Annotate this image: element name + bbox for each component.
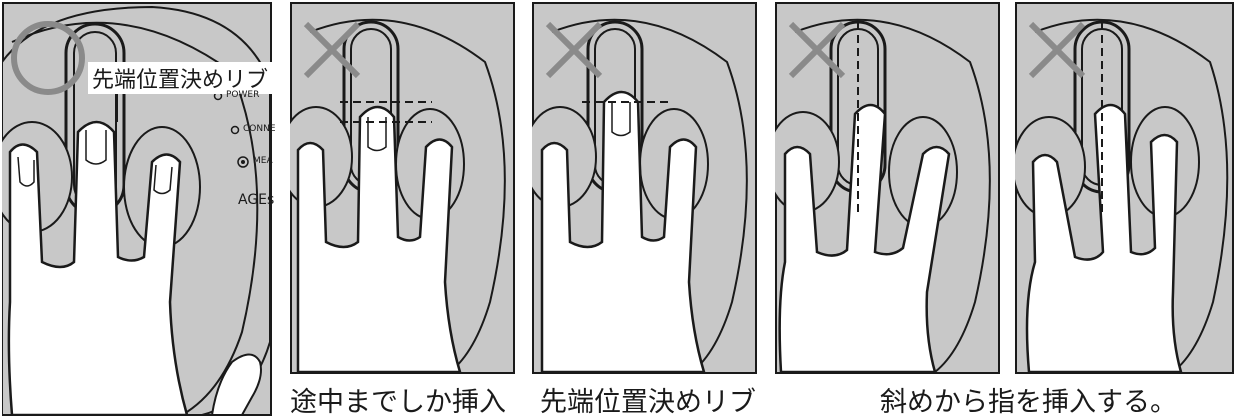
diagonal-insertion-b-illustration [1015,2,1234,374]
caption-partial-insertion: 途中までしか挿入 [290,387,506,418]
panel-bad-diagonal-b [1015,2,1234,374]
rib-callout-label: 先端位置決めリブ [88,62,273,94]
panel-bad-partial [290,2,515,374]
connect-label: CONNE [243,124,276,134]
rib-highlight-circle [11,21,85,95]
panel-bad-rib [532,2,757,374]
power-label: POWER [226,90,260,100]
partial-insertion-illustration [290,2,515,374]
caption-diagonal-insertion: 斜めから指を挿入する。 [880,387,1177,418]
diagonal-insertion-a-illustration [775,2,1000,374]
caption-rib: 先端位置決めリブ [540,387,756,418]
measure-label: MEA [253,156,273,166]
brand-label: AGEs [238,192,275,208]
rib-overrun-illustration [532,2,757,374]
panel-bad-diagonal-a [775,2,1000,374]
panel-correct: 先端位置決めリブ POWER CONNE MEA AGEs [2,2,276,416]
